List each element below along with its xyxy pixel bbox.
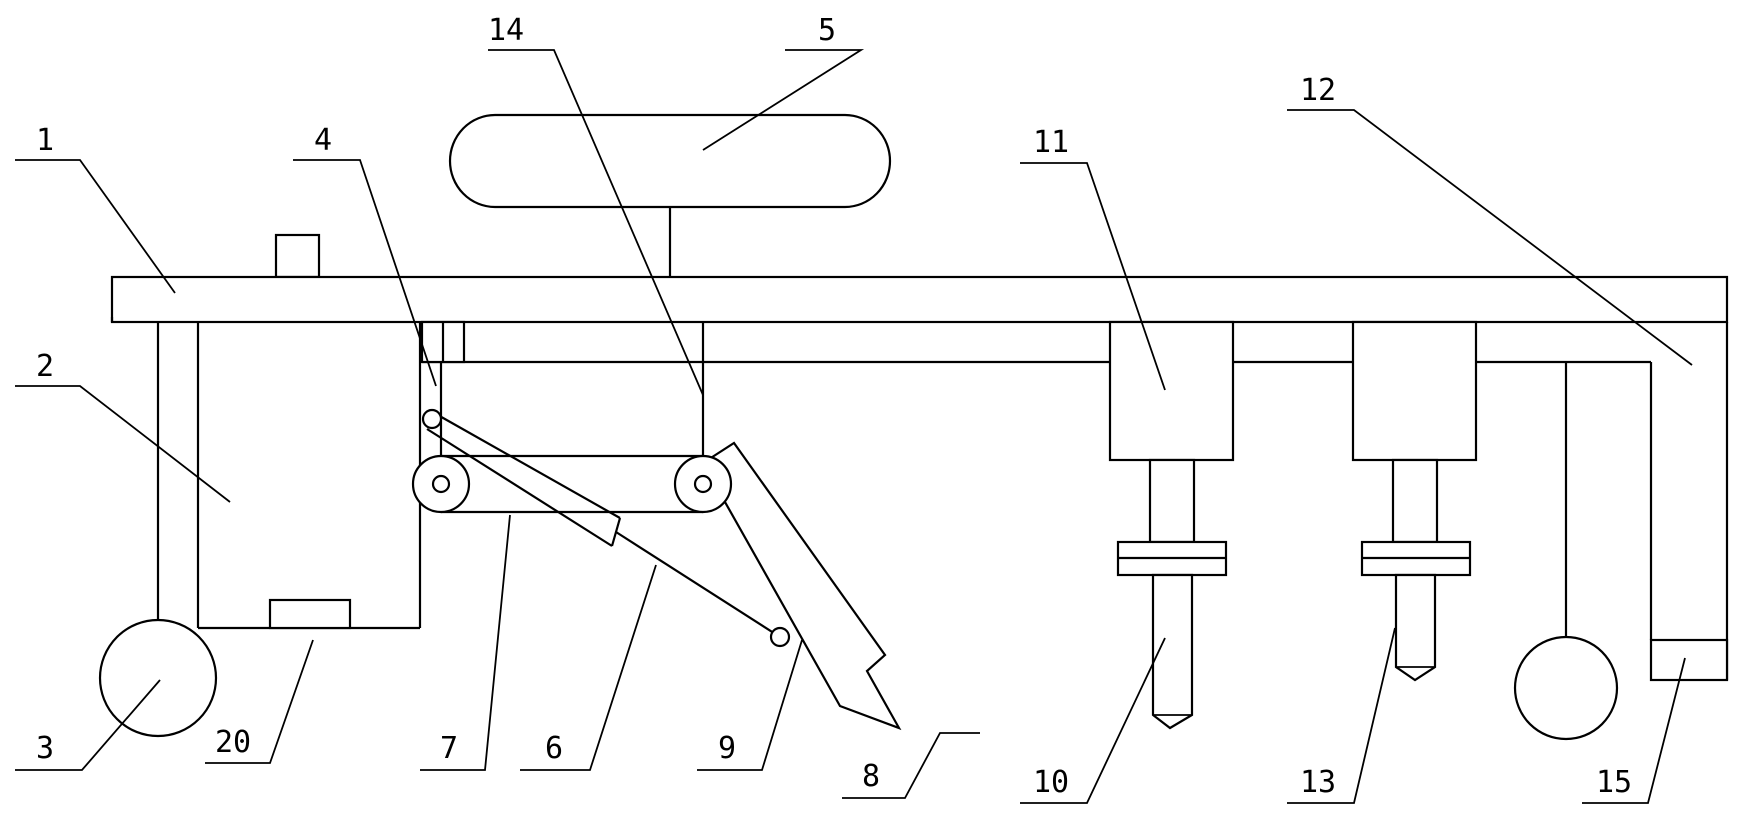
- label-3: 3: [36, 731, 54, 766]
- belt: [441, 454, 703, 514]
- label-5: 5: [818, 13, 836, 48]
- right-pendulum: [1513, 362, 1619, 741]
- part-6-link: [421, 408, 791, 648]
- part-labels: 1 2 3 4 5 14 20 7 6 9 8 11 12 10 13 15: [36, 13, 1632, 800]
- part-4-bracket: [420, 320, 466, 364]
- part-5-oval: [448, 113, 892, 277]
- part-9-blade: [701, 441, 902, 731]
- part-12-right-arm: [1476, 322, 1729, 680]
- part-2-housing: [156, 322, 422, 630]
- label-7: 7: [440, 731, 458, 766]
- right-pulley: [673, 454, 733, 514]
- label-15: 15: [1596, 765, 1632, 800]
- label-1: 1: [36, 123, 54, 158]
- label-2: 2: [36, 349, 54, 384]
- part-15-foot-block: [1649, 638, 1729, 682]
- label-14: 14: [488, 13, 524, 48]
- part-1-frame-beam: [110, 275, 1729, 324]
- part-20-block: [268, 598, 352, 630]
- part-13-cylinder-assembly: [1351, 320, 1478, 682]
- label-10: 10: [1033, 765, 1069, 800]
- label-9: 9: [718, 731, 736, 766]
- left-pulley: [411, 454, 471, 514]
- part-11-cylinder-assembly: [1108, 320, 1235, 730]
- label-20: 20: [215, 725, 251, 760]
- label-11: 11: [1033, 125, 1069, 160]
- label-6: 6: [545, 731, 563, 766]
- label-8: 8: [862, 759, 880, 794]
- leader-lines: [15, 49, 1693, 804]
- part-3-wheel: [98, 618, 218, 738]
- top-small-block: [274, 233, 321, 279]
- label-12: 12: [1300, 73, 1336, 108]
- label-4: 4: [314, 123, 332, 158]
- label-13: 13: [1300, 765, 1336, 800]
